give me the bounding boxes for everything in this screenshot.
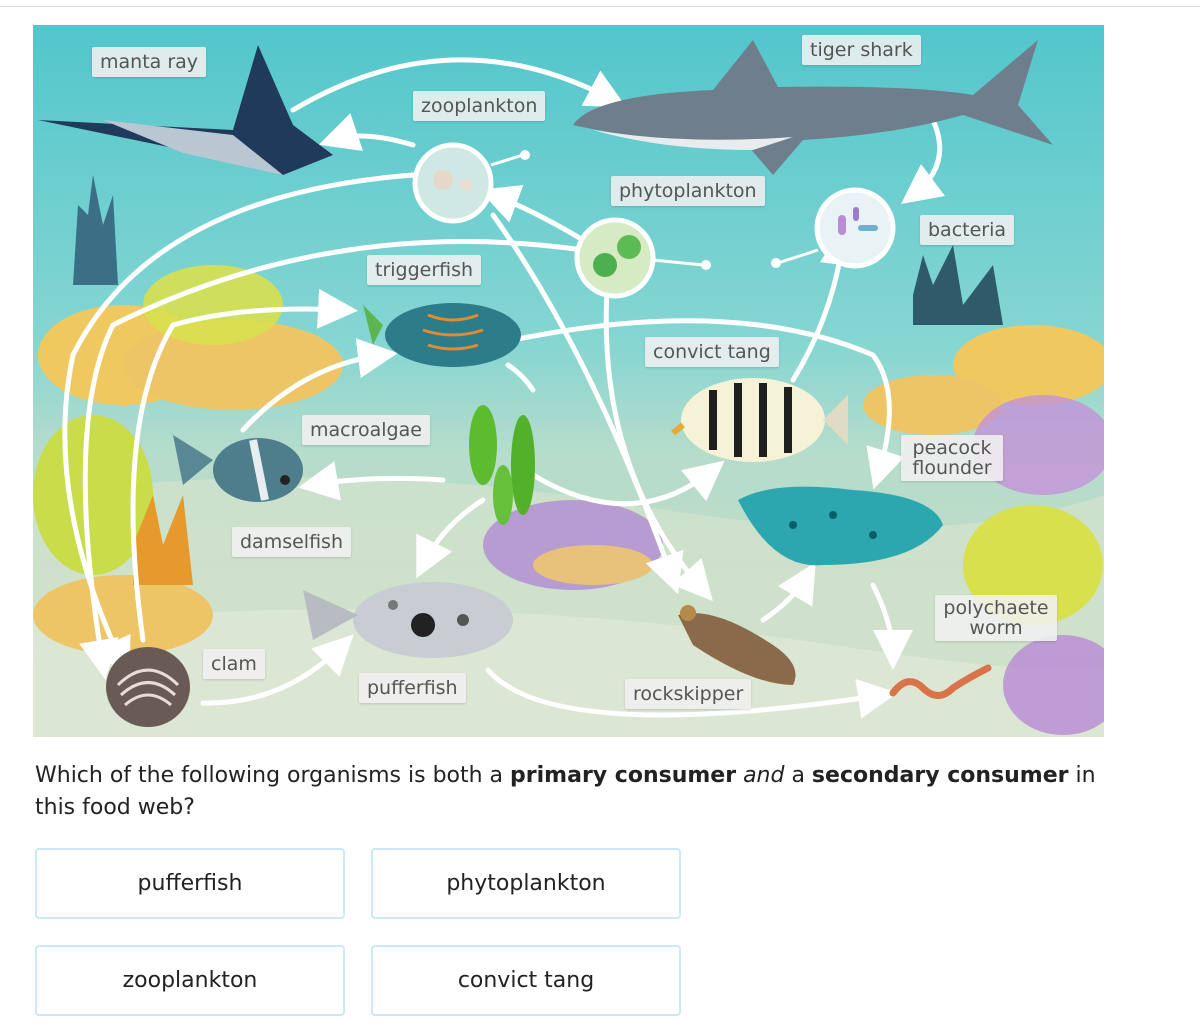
label-bacteria: bacteria [920, 215, 1015, 245]
choice-phytoplankton[interactable]: phytoplankton [371, 848, 681, 919]
pufferfish-shape [303, 582, 513, 658]
choice-zooplankton[interactable]: zooplankton [35, 945, 345, 1016]
label-macroalgae: macroalgae [302, 415, 430, 445]
clam-shape [106, 647, 190, 727]
label-clam: clam [203, 649, 265, 679]
triggerfish-shape [363, 303, 521, 367]
label-rockskipper: rockskipper [625, 679, 752, 709]
macroalgae-shape [469, 405, 535, 525]
question-part4: in this food web? [35, 763, 1096, 820]
label-tiger-shark: tiger shark [802, 35, 921, 65]
question-term-secondary: secondary consumer [811, 763, 1069, 788]
label-zooplankton: zooplankton [413, 91, 546, 121]
label-phytoplankton: phytoplankton [611, 176, 765, 206]
label-polychaete-worm: polychaete worm [935, 595, 1057, 641]
question-text: Which of the following organisms is both… [35, 760, 1135, 824]
manta-ray-shape [38, 45, 333, 175]
coral-left [33, 175, 343, 655]
question-part1: Which of the following organisms is both… [35, 763, 511, 788]
question-and: and [743, 763, 785, 788]
coral-center [483, 500, 663, 590]
peacock-flounder-shape [738, 486, 943, 566]
damselfish-shape [173, 435, 303, 502]
convict-tang-shape [671, 378, 848, 462]
label-manta-ray: manta ray [92, 47, 207, 77]
polychaete-worm-shape [889, 664, 992, 699]
ocean-scene [33, 25, 1104, 737]
question-term-primary: primary consumer [510, 763, 737, 788]
plankton-circles [412, 142, 896, 299]
label-triggerfish: triggerfish [367, 255, 482, 285]
coral-right [863, 245, 1104, 735]
label-convict-tang: convict tang [645, 337, 779, 367]
tiger-shark-shape [573, 40, 1053, 175]
label-peacock-flounder: peacock flounder [901, 435, 1003, 481]
food-web-arrows [62, 57, 946, 719]
question-part3: a [784, 763, 812, 788]
food-web-illustration: manta ray tiger shark zooplankton phytop… [33, 25, 1104, 737]
rockskipper-shape [678, 605, 796, 685]
choice-pufferfish[interactable]: pufferfish [35, 848, 345, 919]
top-divider [0, 6, 1200, 7]
label-pufferfish: pufferfish [359, 673, 466, 703]
label-damselfish: damselfish [232, 527, 351, 557]
choice-convict-tang[interactable]: convict tang [371, 945, 681, 1016]
question-part2 [736, 763, 743, 788]
